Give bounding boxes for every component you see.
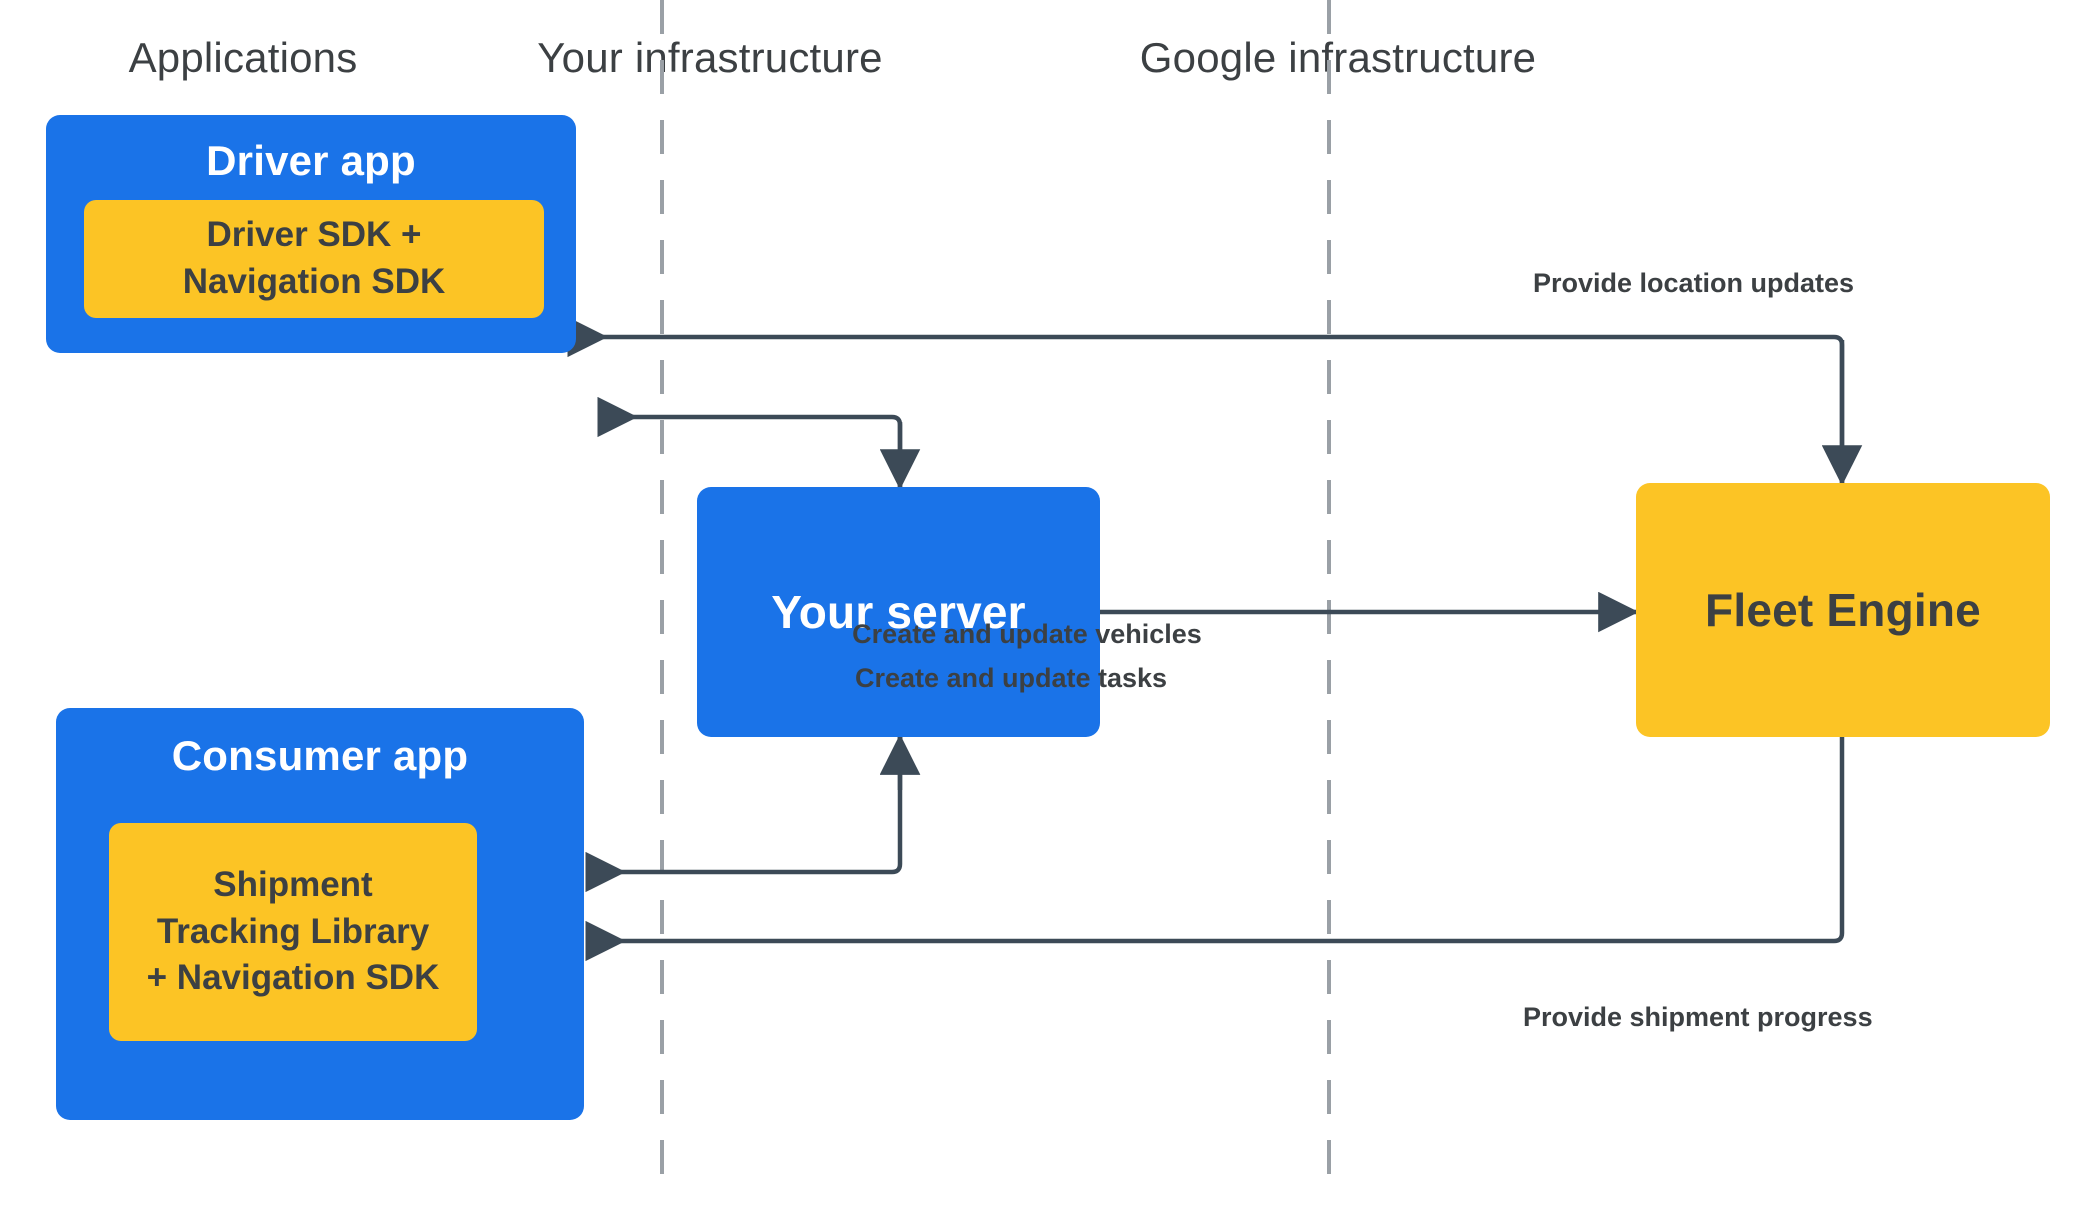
- column-header-your-infrastructure: Your infrastructure: [537, 34, 883, 81]
- column-header-google-infrastructure: Google infrastructure: [1139, 34, 1537, 81]
- edge-shipment-progress: [585, 737, 1845, 962]
- edge-label-create-update-tasks: Create and update tasks: [854, 663, 1168, 693]
- node-driver-sdk[interactable]: Driver SDK + Navigation SDK: [84, 200, 544, 318]
- node-consumer-app[interactable]: Consumer app Shipment Tracking Library +…: [56, 708, 584, 1120]
- column-header-applications: Applications: [128, 34, 358, 81]
- edge-label-provide-shipment-progress: Provide shipment progress: [1523, 1002, 1873, 1032]
- node-shipment-tracking-library[interactable]: Shipment Tracking Library + Navigation S…: [109, 823, 477, 1041]
- consumer-app-title: Consumer app: [171, 732, 469, 779]
- driver-sdk-line-1: Driver SDK +: [206, 215, 422, 255]
- shipment-tracking-line-1: Shipment: [213, 864, 373, 904]
- edge-label-provide-location-updates: Provide location updates: [1533, 268, 1855, 298]
- node-your-server[interactable]: Your server: [697, 487, 1100, 737]
- edge-server-to-driver: [597, 396, 921, 490]
- driver-sdk-line-2: Navigation SDK: [182, 262, 446, 301]
- shipment-tracking-line-3: + Navigation SDK: [146, 958, 440, 998]
- driver-app-title: Driver app: [206, 137, 416, 184]
- shipment-tracking-line-2: Tracking Library: [156, 911, 430, 951]
- node-fleet-engine[interactable]: Fleet Engine: [1636, 483, 2050, 737]
- edge-server-to-consumer: [585, 734, 921, 893]
- edge-location-updates: [567, 316, 1863, 486]
- node-driver-app[interactable]: Driver app Driver SDK + Navigation SDK: [46, 115, 576, 353]
- edge-label-create-update-vehicles: Create and update vehicles: [852, 619, 1202, 649]
